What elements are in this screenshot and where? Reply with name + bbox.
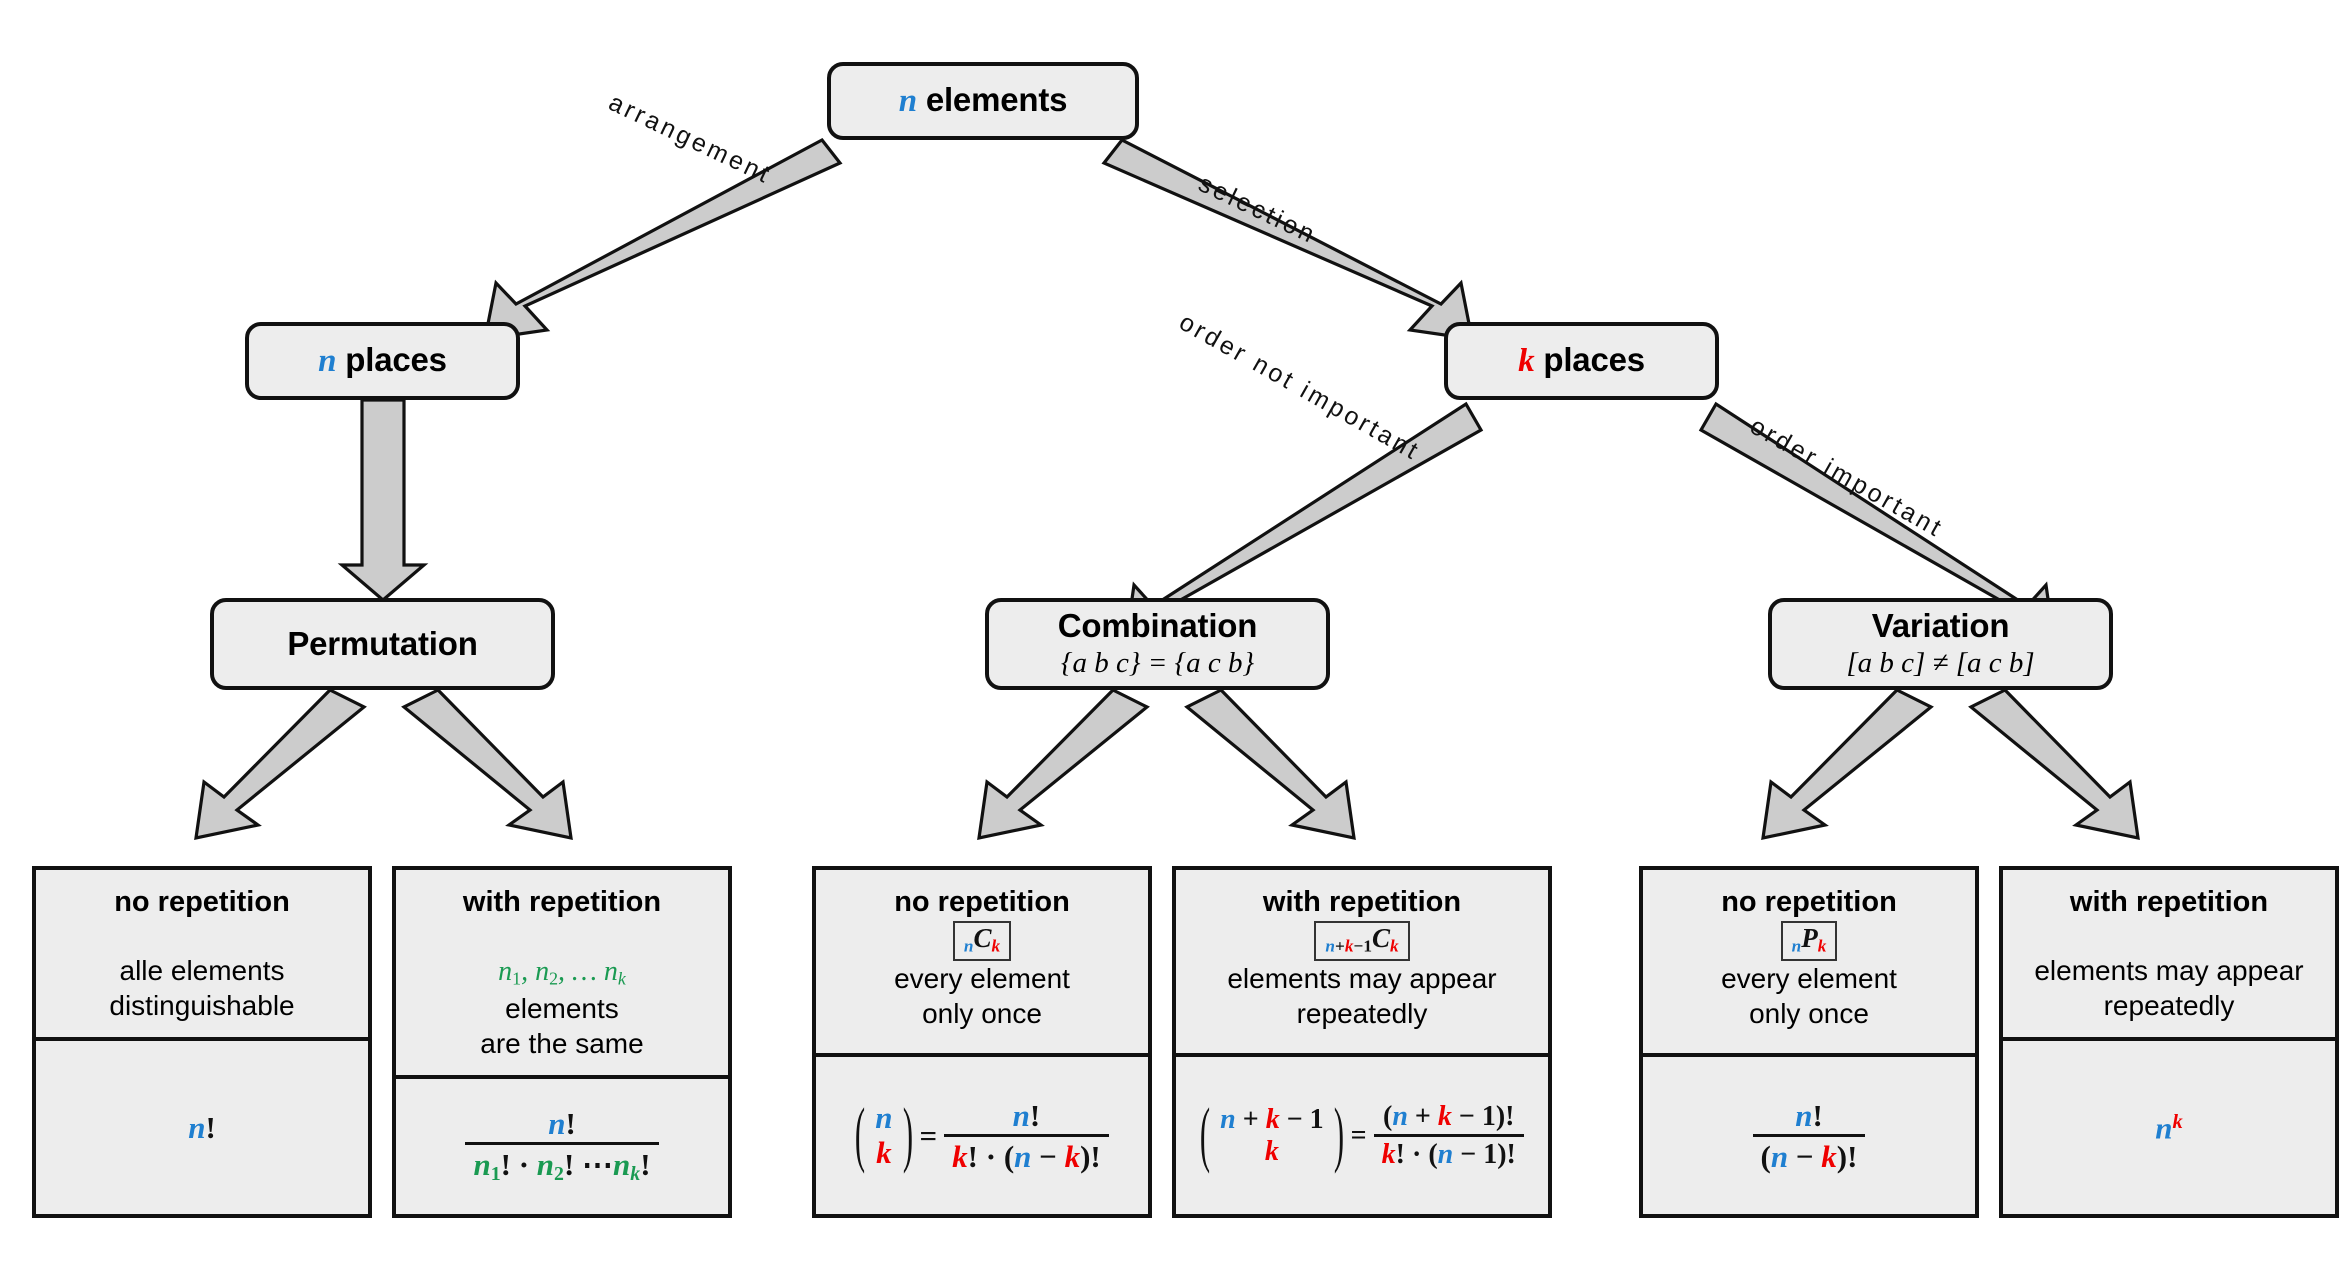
paren-right: ) — [902, 1093, 913, 1175]
node-variation-title: Variation — [1871, 606, 2010, 644]
node-n-places-label: n places — [318, 341, 447, 380]
arrow-places-to-permutation — [337, 398, 429, 603]
node-combination[interactable]: Combination {a b c} = {a c b} — [985, 598, 1330, 690]
var-n: n — [318, 343, 337, 380]
formula-binomial-n-plus-k-minus-1: ( n + k − 1 k ) = (n + k − 1)! k! · (n −… — [1200, 1098, 1524, 1171]
leaf-formula-cell: nk — [2003, 1041, 2335, 1214]
var-k: k — [1518, 343, 1535, 380]
node-n-places-text: places — [345, 341, 447, 379]
leaf-head: with repetition — [462, 886, 662, 918]
node-k-places[interactable]: k places — [1444, 322, 1719, 400]
formula-variation-no-repetition: n! (n − k)! — [1752, 1100, 1866, 1172]
node-combination-title: Combination — [1057, 606, 1258, 644]
node-n-elements[interactable]: n elements — [827, 62, 1139, 140]
leaf-combination-with-repetition[interactable]: with repetition n+k−1Ck elements may app… — [1172, 866, 1552, 1218]
formula-multiset-permutation: n! n1! · n2! ⋯nk! — [465, 1108, 659, 1185]
leaf-head: no repetition — [114, 886, 290, 918]
leaf-formula-cell: n! — [36, 1041, 368, 1214]
paren-left: ( — [1200, 1093, 1211, 1175]
node-n-elements-text: elements — [925, 81, 1068, 119]
var-n: n — [898, 83, 917, 120]
node-k-places-label: k places — [1518, 341, 1645, 380]
node-n-elements-label: n elements — [898, 81, 1068, 120]
leaf-formula-cell: ( n + k − 1 k ) = (n + k − 1)! k! · (n −… — [1176, 1057, 1548, 1214]
green-n-list: n1, n2, … nk — [498, 956, 626, 990]
symbol-nPk: nPk — [1780, 921, 1838, 962]
leaf-top-cell: with repetition n+k−1Ck elements may app… — [1176, 870, 1548, 1058]
formula-n-factorial: n! — [188, 1110, 216, 1145]
leaf-head: with repetition — [2069, 886, 2269, 918]
arrow-variation-left — [1761, 688, 1934, 841]
node-permutation-title: Permutation — [287, 624, 478, 662]
node-variation-example: [a b c] ≠ [a c b] — [1846, 646, 2035, 679]
arrow-arrangement — [482, 137, 843, 341]
formula-n-power-k: nk — [2155, 1110, 2183, 1146]
arrow-combination-left — [977, 688, 1150, 841]
symbol-n-plus-k-minus-1-C-k: n+k−1Ck — [1314, 921, 1410, 962]
arrow-variation-right — [1968, 688, 2140, 841]
arrow-permutation-right — [401, 688, 573, 841]
leaf-head: with repetition — [1262, 886, 1462, 918]
arrow-combination-right — [1184, 688, 1356, 841]
node-variation[interactable]: Variation [a b c] ≠ [a c b] — [1768, 598, 2113, 690]
leaf-head: no repetition — [894, 886, 1070, 918]
leaf-head: no repetition — [1721, 886, 1897, 918]
edge-label-order-important: order important — [1745, 411, 1949, 544]
node-combination-example: {a b c} = {a c b} — [1060, 646, 1255, 679]
leaf-formula-cell: n! n1! · n2! ⋯nk! — [396, 1079, 728, 1214]
node-permutation[interactable]: Permutation — [210, 598, 555, 690]
node-n-places[interactable]: n places — [245, 322, 520, 400]
arrow-permutation-left — [194, 688, 367, 841]
symbol-nCk: nCk — [952, 921, 1012, 962]
paren-right: ) — [1333, 1093, 1344, 1175]
paren-left: ( — [855, 1093, 866, 1175]
node-k-places-text: places — [1543, 341, 1645, 379]
edge-label-selection: selection — [1194, 169, 1322, 250]
edge-label-order-not-important: order not important — [1174, 307, 1426, 467]
leaf-formula-cell: n! (n − k)! — [1643, 1057, 1975, 1214]
edge-label-arrangement: arrangement — [604, 88, 777, 190]
